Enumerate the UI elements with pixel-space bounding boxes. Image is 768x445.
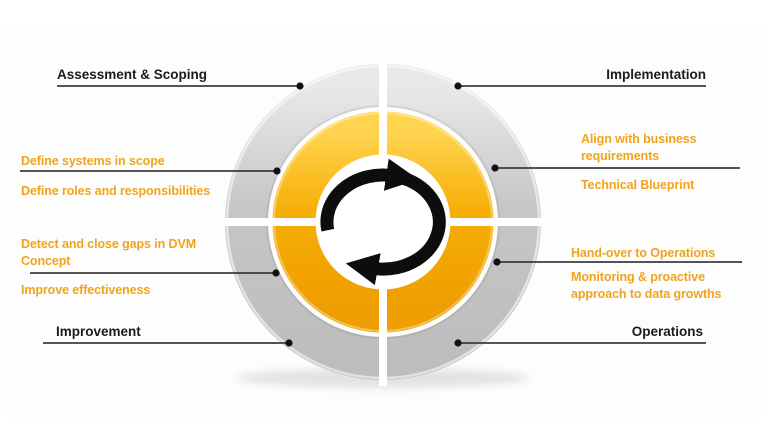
quadrant-label-assessment: Assessment & Scoping xyxy=(57,67,208,82)
cycle-arrows-icon xyxy=(317,158,449,286)
quadrant-label-implementation: Implementation xyxy=(606,67,706,82)
leader-dot xyxy=(296,82,304,90)
quadrant-label-improvement: Improvement xyxy=(56,324,141,339)
callout-define-roles: Define roles and responsibilities xyxy=(21,184,211,198)
leader-dot xyxy=(273,167,281,175)
callout-handover: Hand-over to Operations xyxy=(571,246,716,260)
leader-lines xyxy=(20,85,742,344)
leader-dot xyxy=(285,339,293,347)
leader-dot xyxy=(272,269,280,277)
leader-dot xyxy=(491,164,499,172)
callout-define-systems: Define systems in scope xyxy=(21,154,165,168)
callout-align-business: Align with business requirements xyxy=(581,132,697,163)
callout-technical-blueprint: Technical Blueprint xyxy=(581,178,695,192)
leader-dots xyxy=(272,82,501,347)
callout-detect-gaps: Detect and close gaps in DVM Concept xyxy=(21,237,197,268)
callout-monitoring: Monitoring & proactive approach to data … xyxy=(571,270,722,301)
leader-dot xyxy=(493,258,501,266)
quadrant-label-operations: Operations xyxy=(631,324,703,339)
leader-dot xyxy=(454,82,462,90)
leader-dot xyxy=(454,339,462,347)
callout-improve-effectiveness: Improve effectiveness xyxy=(21,283,151,297)
